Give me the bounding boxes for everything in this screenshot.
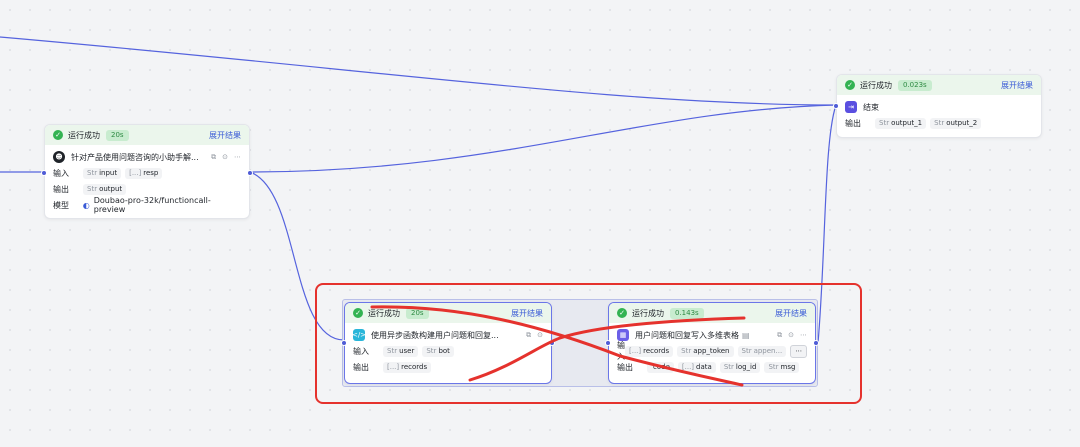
run-status: 运行成功	[860, 80, 892, 90]
edge-llm-to-end	[249, 104, 837, 173]
code-icon: </>	[351, 329, 367, 341]
model-row: 模型 ◐ Doubao-pro-32k/functioncall-preview	[45, 196, 249, 214]
more-icon[interactable]: ⋯	[800, 330, 807, 339]
input-port[interactable]	[341, 340, 347, 346]
input-tag: [...]resp	[125, 167, 163, 179]
input-port[interactable]	[41, 170, 47, 176]
annotation-highlight-box	[315, 283, 862, 404]
output-port[interactable]	[247, 170, 253, 176]
success-check-icon: ✓	[845, 80, 855, 90]
node-title: 针对产品使用问题咨询的小助手解...	[71, 152, 199, 162]
input-port[interactable]	[833, 103, 839, 109]
run-icon[interactable]: ⊙	[222, 152, 228, 161]
llm-node[interactable]: ✓ 运行成功 20s 展开结果 ☻ 针对产品使用问题咨询的小助手解... ⧉ ⊙…	[41, 124, 253, 219]
run-icon[interactable]: ⊙	[788, 330, 794, 339]
expand-result-link[interactable]: 展开结果	[209, 130, 241, 140]
node-title: 结束	[863, 102, 879, 112]
copy-icon[interactable]: ⧉	[777, 330, 783, 339]
llm-node-header: ✓ 运行成功 20s 展开结果	[45, 125, 249, 145]
success-check-icon: ✓	[53, 130, 63, 140]
success-check-icon: ✓	[353, 308, 363, 318]
duration-badge: 20s	[106, 129, 129, 141]
end-node-header: ✓ 运行成功 0.023s 展开结果	[837, 75, 1041, 95]
end-node-icon: ⇥	[845, 101, 857, 113]
edge-offscreen-to-end	[0, 36, 837, 106]
model-name: Doubao-pro-32k/functioncall-preview	[93, 196, 211, 214]
run-status: 运行成功	[68, 130, 100, 140]
more-inputs-button[interactable]: ⋯	[790, 344, 808, 358]
duration-badge: 0.023s	[898, 79, 932, 91]
expand-result-link[interactable]: 展开结果	[775, 308, 807, 318]
bot-avatar-icon: ☻	[53, 151, 65, 163]
expand-result-link[interactable]: 展开结果	[1001, 80, 1033, 90]
doc-icon: ▤	[742, 330, 750, 340]
model-icon: ◐	[82, 200, 90, 210]
output-port[interactable]	[813, 340, 819, 346]
more-icon[interactable]: ⋯	[234, 152, 241, 161]
copy-icon[interactable]: ⧉	[211, 152, 217, 161]
